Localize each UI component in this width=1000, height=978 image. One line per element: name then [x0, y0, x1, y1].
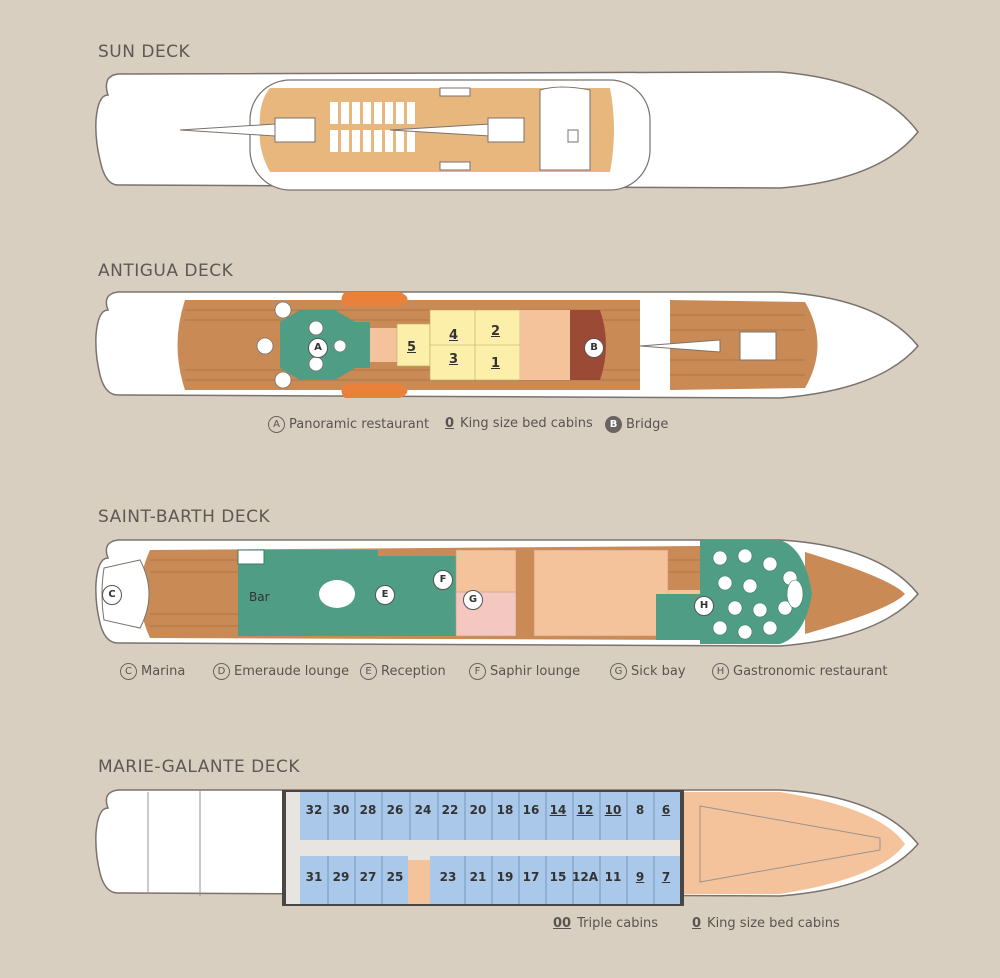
legend-label: Triple cabins: [577, 916, 659, 931]
cabin-23: 23: [439, 870, 457, 884]
legend-king-size-cabins-lower: 0 King size bed cabins: [692, 916, 840, 931]
legend-reception: E Reception: [360, 663, 446, 680]
saint-barth-deck-title: SAINT-BARTH DECK: [98, 507, 271, 527]
sun-deck-title: SUN DECK: [98, 42, 191, 62]
legend-key: D: [213, 663, 230, 680]
cabin-20: 20: [469, 803, 487, 817]
cabin-26: 26: [386, 803, 404, 817]
antigua-deck-plan: [95, 291, 919, 399]
cabin-32: 32: [305, 803, 323, 817]
cabin-22: 22: [441, 803, 459, 817]
marie-galante-deck-plan: [95, 789, 919, 906]
legend-key: E: [360, 663, 377, 680]
legend-sick-bay: G Sick bay: [610, 663, 686, 680]
legend-label: King size bed cabins: [707, 916, 840, 931]
cabin-12: 12: [576, 803, 594, 817]
cabin-9: 9: [635, 870, 645, 884]
legend-key: G: [610, 663, 627, 680]
cabin-21: 21: [469, 870, 487, 884]
antigua-cabin-4: 4: [449, 328, 459, 343]
marker-saphir-lounge: F: [433, 570, 453, 590]
legend-bridge: B Bridge: [605, 416, 668, 433]
marker-reception: E: [375, 585, 395, 605]
legend-label: Emeraude lounge: [234, 664, 350, 679]
legend-label: Sick bay: [631, 664, 686, 679]
legend-label: Marina: [141, 664, 186, 679]
cabin-18: 18: [496, 803, 514, 817]
antigua-cabin-1: 1: [491, 356, 501, 371]
cabin-16: 16: [522, 803, 540, 817]
sun-deck-plan: [95, 71, 919, 191]
legend-panoramic-restaurant: A Panoramic restaurant: [268, 416, 429, 433]
legend-label: Bridge: [626, 417, 669, 432]
cabin-14: 14: [549, 803, 567, 817]
legend-label: King size bed cabins: [460, 416, 593, 431]
bar-label: Bar: [249, 590, 270, 604]
cabin-24: 24: [414, 803, 432, 817]
cabin-28: 28: [359, 803, 377, 817]
antigua-cabin-3: 3: [449, 352, 459, 367]
cabin-10: 10: [604, 803, 622, 817]
cabin-6: 6: [661, 803, 671, 817]
legend-key: H: [712, 663, 729, 680]
cabin-15: 15: [549, 870, 567, 884]
cabin-7: 7: [661, 870, 671, 884]
cabin-11: 11: [604, 870, 622, 884]
cabin-17: 17: [522, 870, 540, 884]
cabin-27: 27: [359, 870, 377, 884]
legend-gastronomic-restaurant: H Gastronomic restaurant: [712, 663, 887, 680]
marker-marina: C: [102, 585, 122, 605]
saint-barth-deck-plan: [95, 539, 919, 647]
legend-marina: C Marina: [120, 663, 185, 680]
legend-label: Reception: [381, 664, 446, 679]
cabin-19: 19: [496, 870, 514, 884]
legend-key: F: [469, 663, 486, 680]
cabin-31: 31: [305, 870, 323, 884]
legend-label: Saphir lounge: [490, 664, 581, 679]
legend-king-size-cabins: 0 King size bed cabins: [445, 416, 593, 431]
legend-key: C: [120, 663, 137, 680]
cabin-30: 30: [332, 803, 350, 817]
marker-gastronomic-restaurant: H: [694, 596, 714, 616]
legend-saphir-lounge: F Saphir lounge: [469, 663, 580, 680]
cabin-25: 25: [386, 870, 404, 884]
marie-galante-deck-title: MARIE-GALANTE DECK: [98, 757, 301, 777]
marker-panoramic-restaurant: A: [308, 338, 328, 358]
legend-label: Panoramic restaurant: [289, 417, 430, 432]
antigua-cabin-2: 2: [491, 324, 501, 339]
cabin-29: 29: [332, 870, 350, 884]
legend-key: B: [605, 416, 622, 433]
cabin-8: 8: [635, 803, 645, 817]
legend-label: Gastronomic restaurant: [733, 664, 888, 679]
antigua-deck-title: ANTIGUA DECK: [98, 261, 234, 281]
legend-key: 0: [692, 916, 702, 931]
marker-bridge: B: [584, 338, 604, 358]
legend-emeraude-lounge: D Emeraude lounge: [213, 663, 349, 680]
marker-sick-bay: G: [463, 590, 483, 610]
legend-key: A: [268, 416, 285, 433]
antigua-cabin-5: 5: [407, 340, 417, 355]
legend-triple-cabins: 00 Triple cabins: [553, 916, 658, 931]
legend-key: 0: [445, 416, 455, 431]
cabin-12a: 12A: [572, 870, 598, 884]
legend-key: 00: [553, 916, 572, 931]
